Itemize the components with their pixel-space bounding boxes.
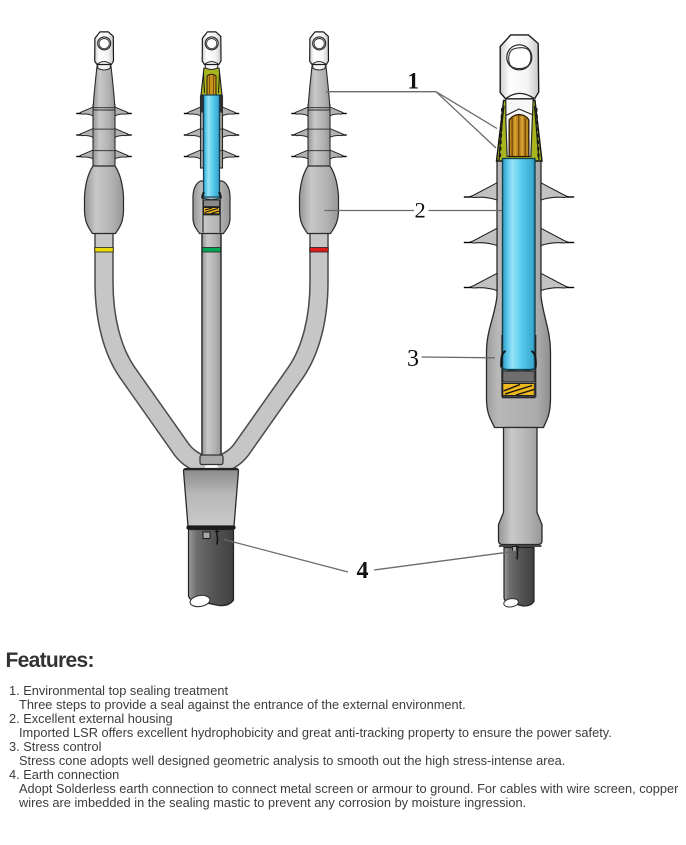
svg-text:4: 4 xyxy=(357,558,369,584)
svg-text:3: 3 xyxy=(407,346,419,372)
svg-text:2: 2 xyxy=(415,198,426,223)
svg-text:1: 1 xyxy=(408,69,420,94)
